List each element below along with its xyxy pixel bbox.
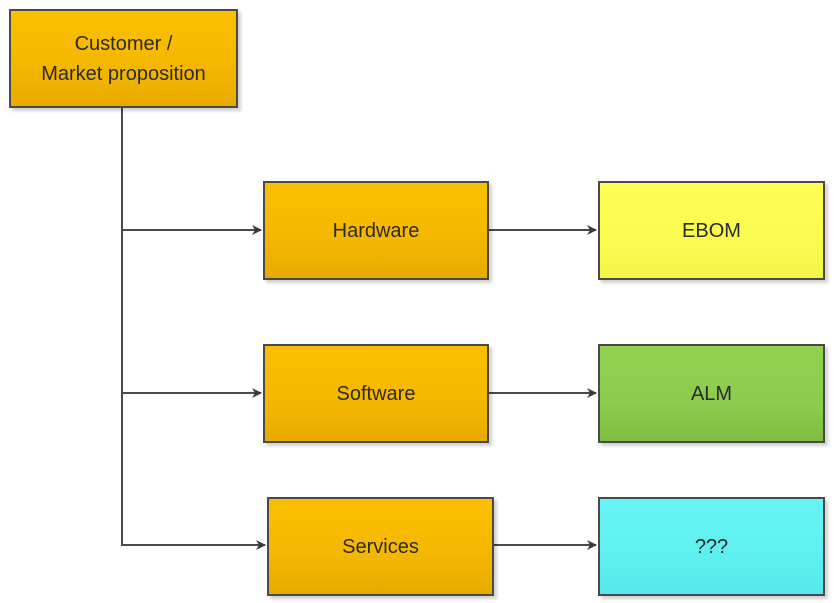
node-customer-market-proposition[interactable]: Customer / Market proposition: [9, 9, 238, 108]
node-label: ???: [694, 535, 729, 558]
node-label: Customer / Market proposition: [41, 32, 206, 85]
node-label: ALM: [690, 382, 733, 405]
node-label: Services: [342, 535, 419, 558]
node-software[interactable]: Software: [263, 344, 489, 443]
node-label: Hardware: [332, 219, 420, 242]
node-label: Software: [336, 382, 416, 405]
node-services[interactable]: Services: [267, 497, 494, 596]
node-label: EBOM: [682, 219, 741, 242]
node-alm[interactable]: ALM: [598, 344, 825, 443]
node-ebom[interactable]: EBOM: [598, 181, 825, 280]
node-hardware[interactable]: Hardware: [263, 181, 489, 280]
node-unknown[interactable]: ???: [598, 497, 825, 596]
